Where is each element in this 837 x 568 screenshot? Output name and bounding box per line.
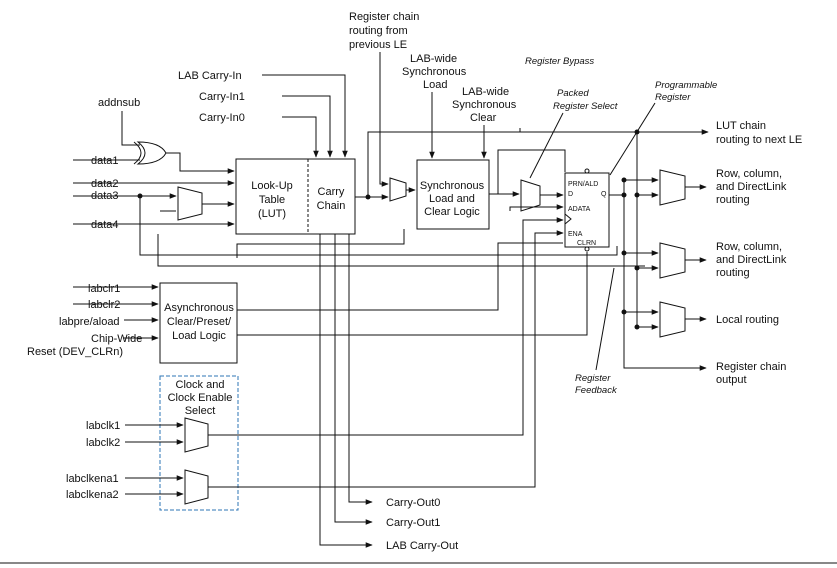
clock-enable-mux <box>184 469 209 505</box>
row1-label-2: and DirectLink <box>716 181 787 193</box>
lut-label-1: Look-Up <box>251 180 293 192</box>
row1-label-1: Row, column, <box>716 168 782 180</box>
data2-label: data2 <box>91 178 119 190</box>
register-feedback-label-2: Feedback <box>575 385 618 396</box>
row2-label-1: Row, column, <box>716 241 782 253</box>
addnsub-label: addnsub <box>98 97 140 109</box>
lab-sync-load-label-1: LAB-wide <box>410 53 457 65</box>
labclkena2-label: labclkena2 <box>66 489 119 501</box>
reg-chain-out-label-2: output <box>716 374 747 386</box>
labpre-aload-label: labpre/aload <box>59 316 120 328</box>
row1-label-3: routing <box>716 194 750 206</box>
register-prn-bubble <box>584 168 590 174</box>
labclr2-label: labclr2 <box>88 299 120 311</box>
async-label-2: Clear/Preset/ <box>167 316 232 328</box>
chipwide-label-1: Chip-Wide <box>91 333 142 345</box>
lut-chain-label-1: LUT chain <box>716 120 766 132</box>
reg-d-label: D <box>568 191 573 198</box>
carry-in0-label: Carry-In0 <box>199 112 245 124</box>
clock-mux <box>184 417 209 453</box>
reg-chain-mux <box>389 177 407 202</box>
async-logic-block <box>159 282 238 364</box>
output-mux-local <box>659 301 686 338</box>
register-clock-triangle <box>564 213 572 225</box>
carry-label-2: Chain <box>317 200 346 212</box>
clock-select-box <box>159 375 239 511</box>
reg-chain-routing-label-3: previous LE <box>349 39 407 51</box>
lab-carry-out-label: LAB Carry-Out <box>386 540 458 552</box>
clk-sel-label-3: Select <box>185 405 216 417</box>
sync-label-2: Load and <box>429 193 475 205</box>
carry-label-1: Carry <box>318 186 345 198</box>
labclkena1-label: labclkena1 <box>66 473 119 485</box>
lab-sync-load-label-2: Synchronous <box>402 66 467 78</box>
reg-ena-label: ENA <box>568 231 583 238</box>
output-mux-1 <box>659 169 686 206</box>
programmable-label-1: Programmable <box>655 80 717 91</box>
wires <box>0 52 837 564</box>
sync-load-clear-block <box>416 159 490 230</box>
labclr1-label: labclr1 <box>88 283 120 295</box>
row2-label-2: and DirectLink <box>716 254 787 266</box>
output-mux-2 <box>659 242 686 279</box>
xor-gate <box>133 141 167 165</box>
reg-chain-routing-label-1: Register chain <box>349 11 419 23</box>
chipwide-label-2: Reset (DEV_CLRn) <box>27 346 123 358</box>
data4-label: data4 <box>91 219 119 231</box>
lut-chain-label-2: routing to next LE <box>716 134 802 146</box>
register-bypass-label: Register Bypass <box>525 56 594 67</box>
reg-clrn-label: CLRN <box>577 240 596 247</box>
register-clrn-bubble <box>584 246 590 252</box>
reg-adata-label: ADATA <box>568 206 591 213</box>
local-routing-label: Local routing <box>716 314 779 326</box>
async-label-1: Asynchronous <box>164 302 234 314</box>
packed-register-mux <box>520 179 541 212</box>
programmable-label-2: Register <box>655 92 691 103</box>
packed-register-label-2: Register Select <box>553 101 618 112</box>
carry-out0-label: Carry-Out0 <box>386 497 440 509</box>
lab-carry-in-label: LAB Carry-In <box>178 70 242 82</box>
sync-label-1: Synchronous <box>420 180 485 192</box>
lut-input-mux <box>177 186 203 221</box>
clk-sel-label-2: Clock Enable <box>168 392 233 404</box>
lut-label-2: Table <box>259 194 285 206</box>
reg-chain-out-label-1: Register chain <box>716 361 786 373</box>
carry-in1-label: Carry-In1 <box>199 91 245 103</box>
row2-label-3: routing <box>716 267 750 279</box>
reg-prn-ald-label: PRN/ALD <box>568 181 598 188</box>
register-feedback-label-1: Register <box>575 373 611 384</box>
labclk1-label: labclk1 <box>86 420 120 432</box>
lab-sync-clear-label-2: Synchronous <box>452 99 517 111</box>
lab-sync-clear-label-1: LAB-wide <box>462 86 509 98</box>
register-block <box>564 172 610 248</box>
reg-chain-routing-label-2: routing from <box>349 25 408 37</box>
async-label-3: Load Logic <box>172 330 226 342</box>
lut-label-3: (LUT) <box>258 208 286 220</box>
lab-sync-clear-label-3: Clear <box>470 112 497 124</box>
clk-sel-label-1: Clock and <box>176 379 225 391</box>
carry-out1-label: Carry-Out1 <box>386 517 440 529</box>
lab-sync-load-label-3: Load <box>423 79 447 91</box>
labclk2-label: labclk2 <box>86 437 120 449</box>
reg-q-label: Q <box>601 191 607 198</box>
packed-register-label-1: Packed <box>557 88 589 99</box>
data1-label: data1 <box>91 155 119 167</box>
sync-label-3: Clear Logic <box>424 206 480 218</box>
